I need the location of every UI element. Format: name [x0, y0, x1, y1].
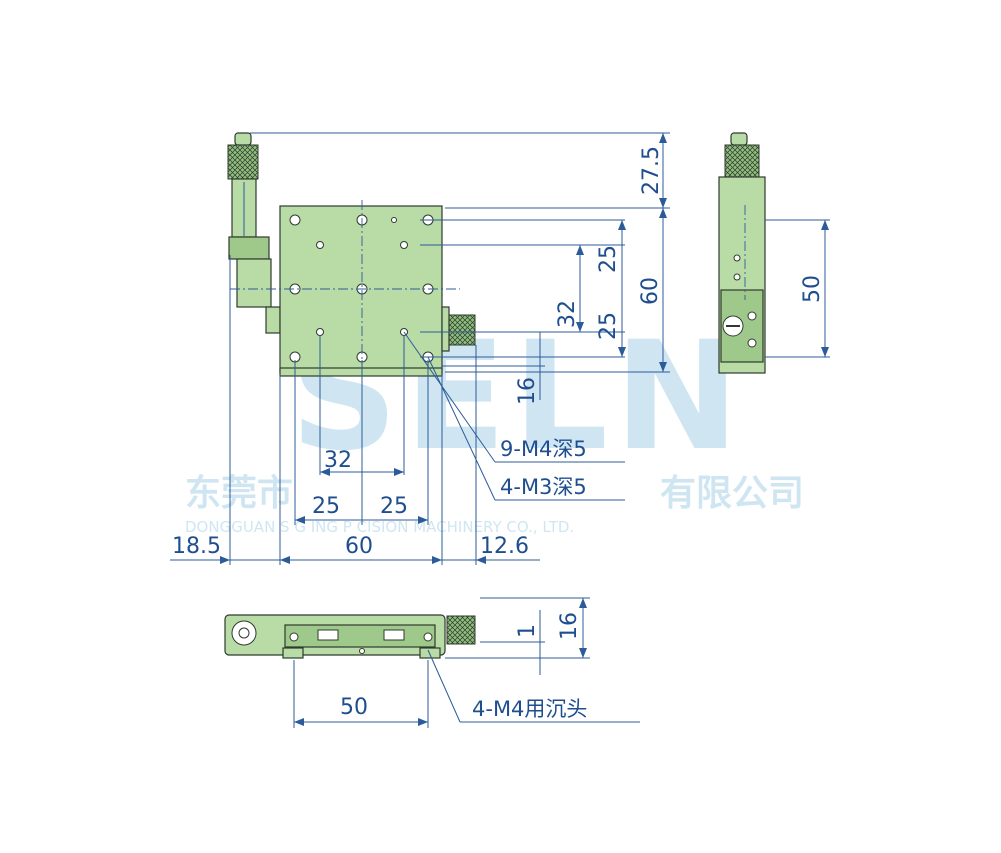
- dim-25-upper: 25: [596, 245, 621, 273]
- adjust-knob: [446, 314, 476, 346]
- dimension-lines: [170, 132, 830, 728]
- dim-16-front: 16: [515, 377, 540, 405]
- dim-50-bottom: 50: [340, 695, 368, 720]
- front-view: [227, 132, 476, 385]
- note-4-m3: 4-M3深5: [500, 475, 587, 499]
- side-view: [718, 132, 766, 374]
- dim-50-side: 50: [800, 275, 825, 303]
- dim-27-5: 27.5: [639, 146, 664, 195]
- watermark: SELN 东莞市 有限公司 DONGGUAN S G ING P CISION …: [185, 310, 804, 536]
- arrowheads: [220, 133, 829, 726]
- dim-18-5: 18.5: [172, 534, 221, 559]
- watermark-company-en: DONGGUAN S G ING P CISION MACHINERY CO.,…: [185, 518, 574, 536]
- watermark-company-cn-tail: 有限公司: [660, 473, 804, 514]
- dim-1: 1: [515, 624, 540, 638]
- dim-32-horizontal: 32: [324, 448, 352, 473]
- bottom-knob: [446, 615, 476, 645]
- dim-60-width: 60: [345, 534, 373, 559]
- micrometer-tip: [234, 132, 252, 146]
- dim-32-vertical: 32: [555, 300, 580, 328]
- dim-25-lower: 25: [596, 312, 621, 340]
- dim-12-6: 12.6: [480, 534, 529, 559]
- notes: 9-M4深5 4-M3深5 4-M4用沉头: [472, 437, 587, 721]
- bracket-arm: [236, 258, 272, 308]
- note-4-m4-counterbore: 4-M4用沉头: [472, 697, 587, 721]
- watermark-company-cn: 东莞市: [185, 473, 293, 514]
- dim-25-right: 25: [380, 494, 408, 519]
- dim-25-left: 25: [312, 494, 340, 519]
- note-9-m4: 9-M4深5: [500, 437, 587, 461]
- dim-60-right: 60: [638, 277, 663, 305]
- micrometer-knurl: [227, 144, 259, 180]
- dim-16-height: 16: [557, 612, 582, 640]
- bottom-view: [224, 614, 476, 659]
- dimension-labels: 27.5 25 60 50 32 25 16 32 25 25 18.5 60 …: [172, 146, 825, 720]
- micrometer-bracket: [228, 236, 270, 260]
